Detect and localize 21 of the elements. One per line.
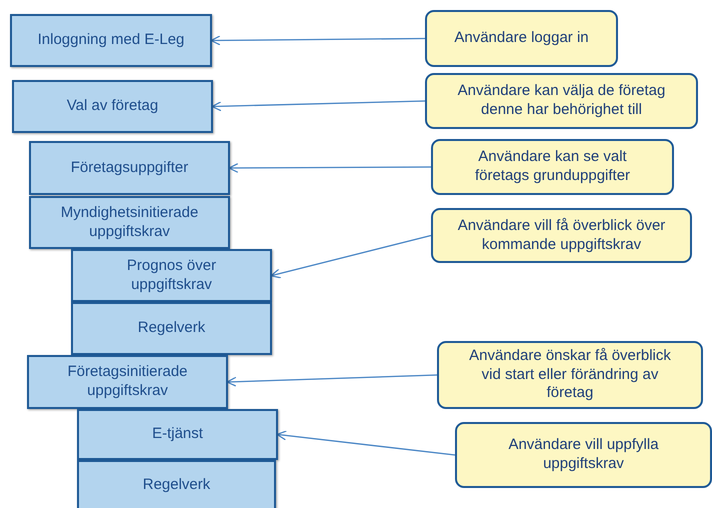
arrow <box>226 374 438 387</box>
note-box: Användare vill få överblick över kommande uppgiftskrav <box>431 208 692 263</box>
arrow <box>270 234 432 279</box>
process-box: Prognos över uppgiftskrav <box>71 249 272 302</box>
process-box: Myndighetsinitierade uppgiftskrav <box>29 196 230 249</box>
note-box: Användare önskar få överblick vid start eller förändring av företag <box>437 341 703 409</box>
process-box: Val av företag <box>12 80 213 133</box>
note-box: Användare kan välja de företag denne har behörighet till <box>425 73 698 129</box>
arrow <box>211 100 426 112</box>
process-box: Företagsuppgifter <box>29 141 230 195</box>
process-box: Regelverk <box>77 460 276 508</box>
arrow <box>210 35 425 46</box>
process-box: E-tjänst <box>77 409 278 460</box>
note-box: Användare kan se valt företags grunduppgifter <box>431 139 674 195</box>
process-box: Företagsinitierade uppgiftskrav <box>27 355 228 409</box>
note-box: Användare vill uppfylla uppgiftskrav <box>455 422 712 488</box>
arrow <box>276 430 456 456</box>
process-box: Regelverk <box>71 302 272 355</box>
arrow <box>228 162 431 174</box>
note-box: Användare loggar in <box>425 10 618 67</box>
process-box: Inloggning med E-Leg <box>10 14 212 67</box>
